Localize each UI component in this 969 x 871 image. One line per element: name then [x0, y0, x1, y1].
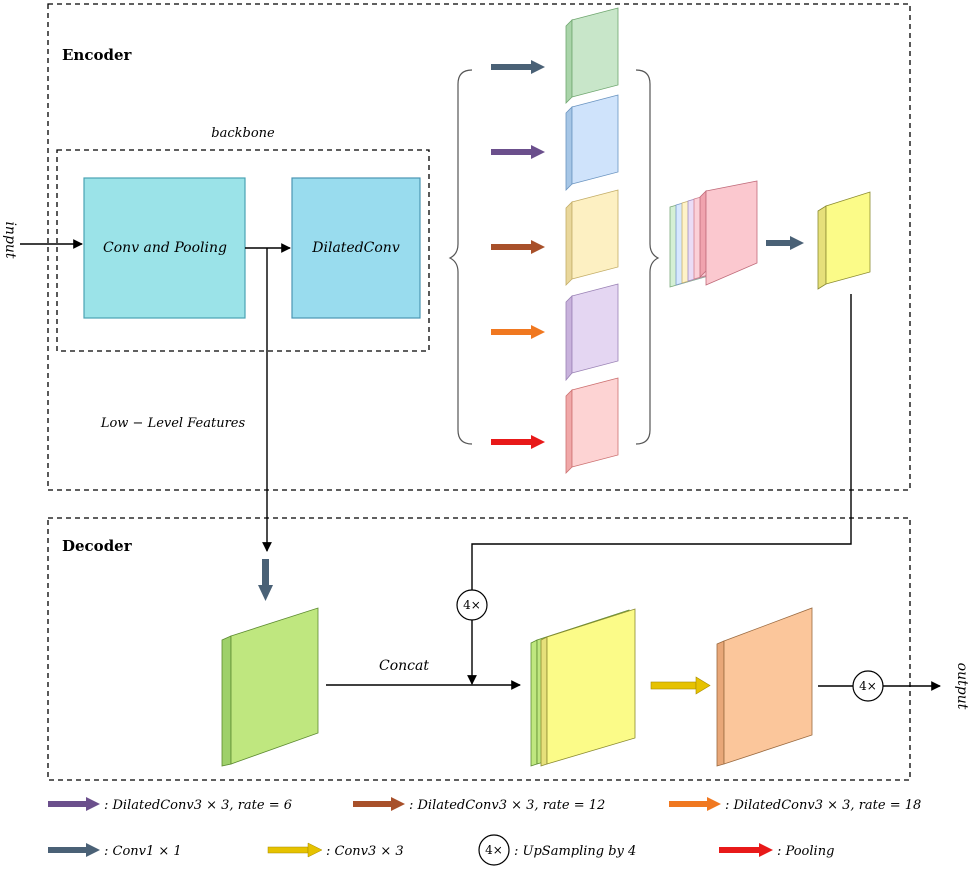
svg-text:4×: 4× [485, 843, 503, 857]
svg-text:: Conv3 × 3: : Conv3 × 3 [326, 844, 404, 859]
svg-text:: DilatedConv3 × 3, rate = 18: : DilatedConv3 × 3, rate = 18 [725, 798, 921, 813]
backbone-region [56, 149, 430, 352]
conv-pooling-block [83, 177, 246, 319]
decoder-concat-map [530, 608, 636, 767]
legend-upsampling: 4× : UpSampling by 4 [478, 834, 636, 866]
concatenated-feature-stack [669, 180, 758, 288]
aspp-map-rate18 [565, 283, 619, 382]
svg-text:: Pooling: : Pooling [777, 844, 834, 859]
encoder-region [47, 3, 911, 491]
legend-pooling: : Pooling [719, 843, 834, 859]
aspp-arrow-rate18 [491, 325, 545, 339]
aspp-arrow-conv1x1 [491, 60, 545, 74]
decoder-title: Decoder [62, 537, 133, 555]
conv1x1-arrow-to-encoder-output [766, 236, 804, 250]
aspp-map-rate12 [565, 189, 619, 286]
dilated-conv-label: DilatedConv [311, 240, 400, 256]
low-level-feature-map [221, 607, 319, 767]
encoder-output-map [817, 191, 871, 290]
backbone-label: backbone [211, 126, 275, 141]
svg-text:: Conv1 × 1: : Conv1 × 1 [104, 844, 182, 859]
legend-rate6: : DilatedConv3 × 3, rate = 6 [48, 797, 292, 813]
aspp-arrow-rate6 [491, 145, 545, 159]
legend-rate18: : DilatedConv3 × 3, rate = 18 [669, 797, 921, 813]
concat-label: Concat [379, 658, 429, 674]
svg-text:: DilatedConv3 × 3, rate = 6: : DilatedConv3 × 3, rate = 6 [104, 798, 292, 813]
left-brace [448, 69, 473, 445]
aspp-arrow-rate12 [491, 240, 545, 254]
upsample-badge-decoder: 4× [456, 589, 488, 621]
svg-text:: UpSampling by 4: : UpSampling by 4 [514, 844, 636, 859]
aspp-arrow-pooling [491, 435, 545, 449]
encoder-to-decoder-path [471, 294, 852, 594]
decoder-final-map [716, 607, 813, 767]
aspp-map-conv1x1 [565, 7, 619, 104]
legend-conv3x3: : Conv3 × 3 [267, 842, 404, 859]
upsample-badge-output: 4× [852, 670, 884, 702]
aspp-map-rate6 [565, 94, 619, 191]
svg-text:: DilatedConv3 × 3, rate = 12: : DilatedConv3 × 3, rate = 12 [409, 798, 605, 813]
legend-rate12: : DilatedConv3 × 3, rate = 12 [353, 797, 605, 813]
encoder-title: Encoder [62, 46, 133, 64]
output-label: output [954, 663, 969, 710]
decoder-conv3x3-arrow [650, 676, 711, 695]
dilated-conv-block [291, 177, 421, 319]
legend-conv1x1: : Conv1 × 1 [48, 843, 182, 859]
aspp-map-pooling [565, 377, 619, 474]
right-brace [635, 69, 660, 445]
conv-pooling-label: Conv and Pooling [103, 240, 227, 256]
decoder-region [47, 517, 911, 781]
input-label: input [2, 221, 18, 258]
low-level-features-label: Low − Level Features [100, 416, 246, 431]
svg-text:4×: 4× [859, 679, 877, 693]
svg-text:4×: 4× [463, 598, 481, 612]
decoder-conv1x1-arrow [258, 559, 273, 601]
